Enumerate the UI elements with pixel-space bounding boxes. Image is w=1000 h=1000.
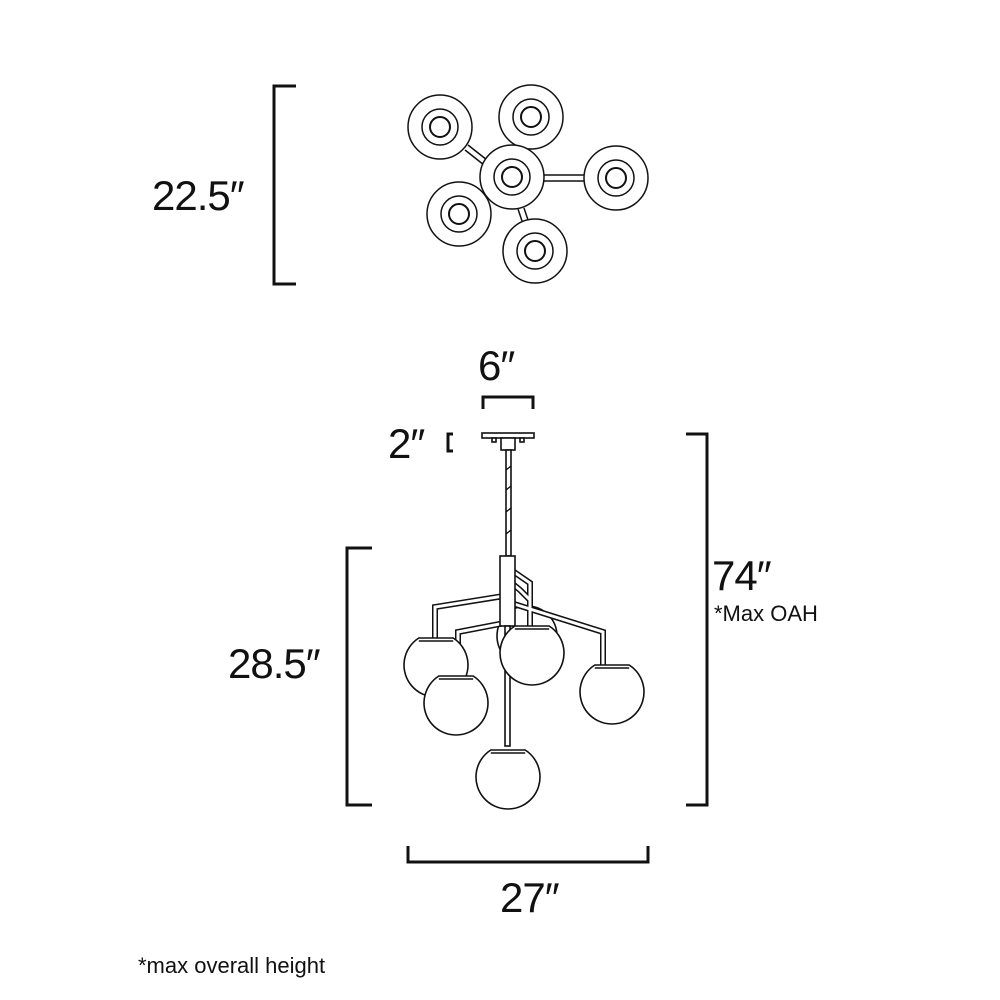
shade-top	[479, 144, 545, 210]
globe	[579, 664, 645, 725]
shade-top	[583, 145, 649, 211]
globe	[499, 625, 565, 686]
shade-top	[407, 94, 473, 160]
shade-top	[502, 218, 568, 284]
dimension-brackets	[272, 84, 709, 864]
label-fixture-width: 27″	[500, 874, 560, 921]
footnote: *max overall height	[138, 953, 326, 978]
label-canopy-height: 2″	[388, 420, 425, 467]
bracket-top-view	[272, 84, 296, 286]
globe	[423, 675, 489, 736]
center-body	[499, 555, 516, 627]
label-fixture-height: 28.5″	[228, 640, 321, 687]
globe	[475, 749, 541, 810]
bracket-overall-height	[686, 432, 709, 807]
top-view	[407, 84, 649, 284]
bracket-fixture-height	[345, 546, 372, 807]
side-view	[403, 432, 645, 810]
lower-stem	[504, 625, 511, 747]
label-canopy-width: 6″	[478, 342, 515, 389]
bracket-fixture-width	[406, 846, 650, 864]
label-max-oah: *Max OAH	[714, 601, 818, 626]
bracket-canopy-height	[446, 432, 453, 453]
bracket-canopy-width	[481, 395, 535, 409]
top-view-arms	[464, 144, 584, 222]
label-top-view-width: 22.5″	[152, 172, 245, 219]
shade-top	[426, 181, 492, 247]
shade-top	[498, 84, 564, 150]
label-overall-height: 74″	[712, 552, 772, 599]
